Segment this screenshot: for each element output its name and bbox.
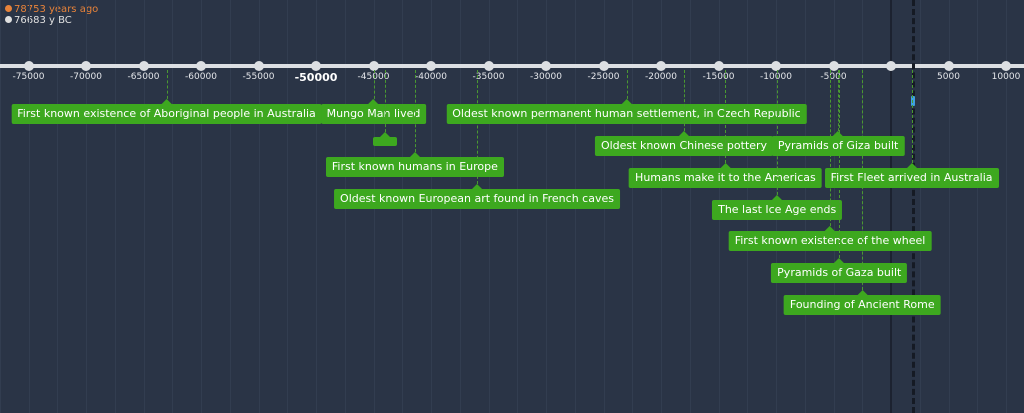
gridline (57, 0, 59, 413)
event-label[interactable]: Mungo Man lived (320, 99, 427, 124)
event-connector (166, 70, 168, 104)
event-label[interactable]: Pyramids of Gaza built (771, 258, 908, 283)
axis-tick-zero (886, 61, 896, 71)
event-label[interactable]: First known existence of Aboriginal peop… (11, 99, 322, 124)
event-label[interactable]: Oldest known Chinese pottery (594, 131, 774, 156)
event-connector (477, 70, 478, 189)
event-connector (838, 70, 840, 136)
axis-tick (713, 61, 724, 71)
years-ago-label: 78753 years ago (14, 4, 99, 15)
gridline (28, 0, 30, 413)
gridline (919, 0, 921, 413)
event-connector (373, 70, 375, 104)
gridline (316, 0, 317, 413)
event-label[interactable]: Pyramids of Giza built (771, 131, 905, 156)
axis-tick (253, 61, 264, 71)
gridline (143, 0, 145, 413)
event-connector (839, 70, 841, 263)
tick-label: -10000 (760, 72, 792, 82)
event-label[interactable]: Oldest known European art found in Frenc… (334, 184, 620, 209)
event-label[interactable]: First Fleet arrived in Australia (824, 163, 999, 188)
event-connector (911, 70, 913, 168)
axis-tick (138, 61, 149, 71)
tick-label: -40000 (415, 72, 447, 82)
gridline (114, 0, 116, 413)
timeline-axis[interactable] (0, 64, 1024, 68)
axis-tick (1001, 61, 1011, 71)
tick-label: -50000 (294, 71, 338, 84)
event-label[interactable]: Humans make it to the Americas (629, 163, 822, 188)
gridline (689, 0, 691, 413)
event-label[interactable] (373, 132, 397, 146)
tick-label: -15000 (702, 72, 735, 82)
gridline (229, 0, 231, 413)
axis-tick (483, 61, 494, 71)
gridline (632, 0, 634, 413)
white-dot-icon (5, 16, 12, 23)
tick-label: 10000 (991, 72, 1021, 82)
axis-tick (656, 61, 666, 71)
event-connector (725, 70, 727, 168)
year-zero-line (890, 0, 892, 413)
gridline (661, 0, 662, 413)
legend-year-bc: 76683 y BC (5, 15, 72, 26)
event-connector (626, 70, 628, 104)
tick-label: -65000 (127, 72, 160, 82)
legend-years-ago: 78753 years ago (5, 4, 98, 15)
event-label[interactable]: Oldest known permanent human settlement,… (446, 99, 807, 124)
gridline (86, 0, 87, 413)
axis-tick (541, 61, 551, 71)
gridline (201, 0, 202, 413)
orange-dot-icon (5, 5, 12, 12)
axis-tick (311, 61, 321, 71)
tick-label: -35000 (472, 72, 505, 82)
gridline (1006, 0, 1007, 413)
axis-tick (771, 61, 781, 71)
gridline (287, 0, 289, 413)
gridline (258, 0, 260, 413)
axis-tick (81, 61, 91, 71)
tick-label: -30000 (530, 72, 562, 82)
event-connector (414, 70, 416, 157)
event-connector (777, 70, 779, 200)
axis-tick (368, 61, 379, 71)
gridline (948, 0, 950, 413)
event-label[interactable]: The last Ice Age ends (712, 195, 843, 220)
event-connector (385, 70, 386, 137)
tick-label: -70000 (70, 72, 102, 82)
tick-label: -20000 (645, 72, 677, 82)
gridline (977, 0, 979, 413)
axis-tick (598, 61, 609, 71)
tick-label: 5000 (937, 72, 960, 82)
year-bc-label: 76683 y BC (14, 15, 72, 26)
tick-label: -5000 (820, 72, 847, 82)
tick-label: -75000 (12, 72, 45, 82)
gridline (0, 0, 1, 413)
event-label[interactable]: First known existence of the wheel (728, 226, 932, 251)
present-marker-icon[interactable] (911, 96, 915, 106)
event-label[interactable]: First known humans in Europe (325, 152, 504, 177)
axis-tick (828, 61, 839, 71)
tick-label: -60000 (185, 72, 217, 82)
gridline (172, 0, 174, 413)
axis-tick (23, 61, 34, 71)
event-connector (684, 70, 685, 136)
tick-label: -55000 (242, 72, 275, 82)
present-day-line (912, 0, 915, 413)
event-label[interactable]: Founding of Ancient Rome (783, 290, 941, 315)
tick-label: -25000 (587, 72, 620, 82)
axis-tick (426, 61, 436, 71)
axis-tick (196, 61, 206, 71)
axis-tick (943, 61, 954, 71)
